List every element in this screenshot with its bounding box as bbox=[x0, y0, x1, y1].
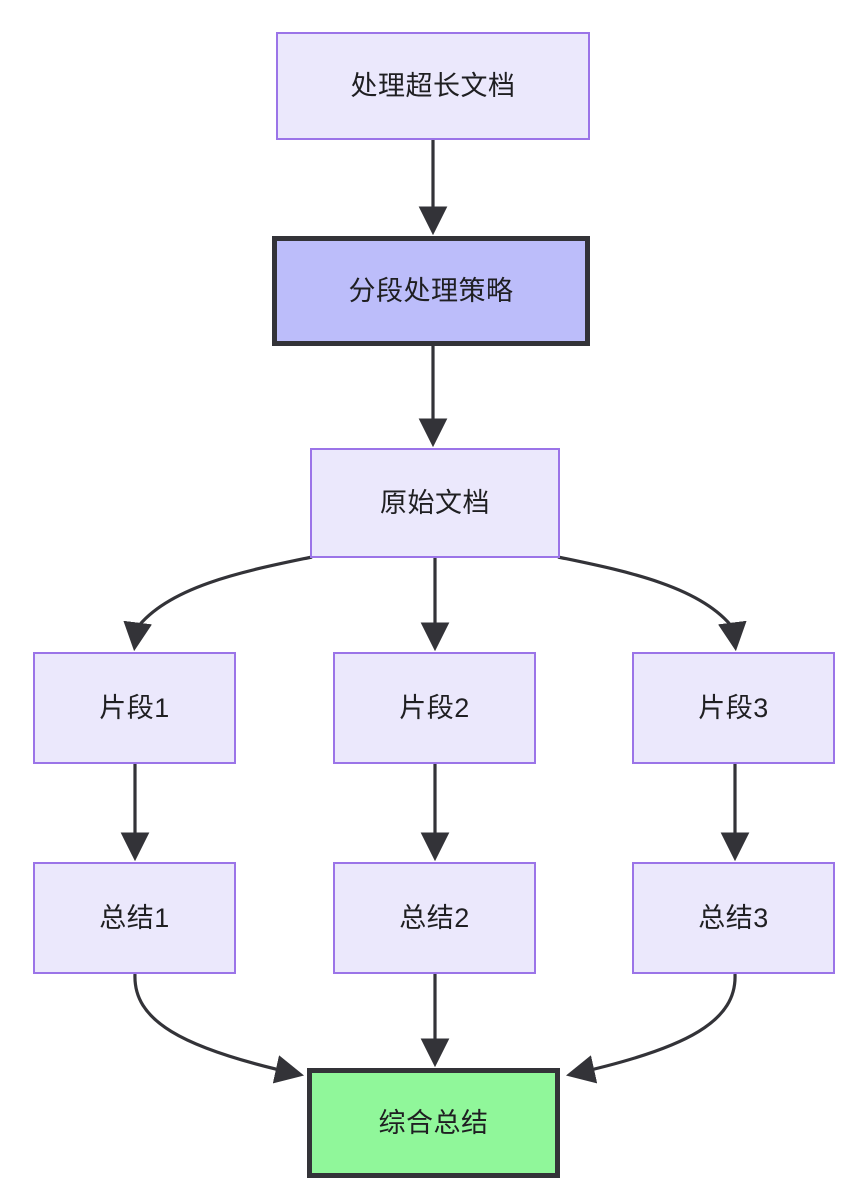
edge-n3-to-n6 bbox=[557, 555, 747, 652]
node-n9[interactable]: 总结3 bbox=[632, 862, 835, 974]
node-label: 片段1 bbox=[99, 692, 170, 723]
edge-n3-to-n4 bbox=[123, 555, 313, 652]
node-label: 原始文档 bbox=[380, 487, 490, 518]
node-n8[interactable]: 总结2 bbox=[333, 862, 536, 974]
node-n6[interactable]: 片段3 bbox=[632, 652, 835, 764]
node-label: 片段3 bbox=[698, 692, 769, 723]
node-label: 总结1 bbox=[99, 902, 170, 933]
node-n5[interactable]: 片段2 bbox=[333, 652, 536, 764]
node-n1[interactable]: 处理超长文档 bbox=[276, 32, 590, 140]
node-label: 分段处理策略 bbox=[348, 275, 514, 306]
node-n2[interactable]: 分段处理策略 bbox=[272, 236, 590, 346]
node-n4[interactable]: 片段1 bbox=[33, 652, 236, 764]
edge-n9-to-n10 bbox=[565, 973, 737, 1084]
node-label: 片段2 bbox=[399, 692, 470, 723]
node-label: 综合总结 bbox=[378, 1107, 489, 1138]
edge-n7-to-n10 bbox=[133, 973, 305, 1084]
node-n7[interactable]: 总结1 bbox=[33, 862, 236, 974]
node-label: 总结2 bbox=[399, 902, 470, 933]
node-label: 总结3 bbox=[698, 902, 769, 933]
node-n3[interactable]: 原始文档 bbox=[310, 448, 560, 558]
node-n10[interactable]: 综合总结 bbox=[307, 1068, 560, 1178]
node-label: 处理超长文档 bbox=[350, 70, 516, 101]
